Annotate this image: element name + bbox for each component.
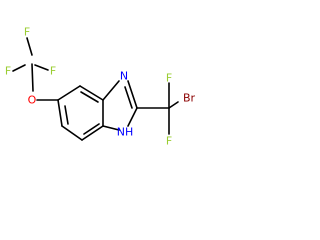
bond-c6-c7 xyxy=(61,125,83,141)
bond-c5-c4 xyxy=(57,85,81,101)
nitrogen-1-label: NH xyxy=(117,126,134,139)
bond-c4-c3a xyxy=(79,85,104,101)
chemical-structure: F F F O N NH Br F F xyxy=(5,26,196,148)
fluorine-3-label: F xyxy=(50,65,56,78)
fluorine-5-label: F xyxy=(166,135,172,148)
bond-c7a-n1 xyxy=(102,125,120,131)
bond-f1-ccf3 xyxy=(26,37,33,56)
bond-ccf2br-br xyxy=(168,101,179,109)
bond-f3-ccf3 xyxy=(34,64,49,71)
bond-c5-c6 xyxy=(57,99,63,127)
oxygen-label: O xyxy=(28,94,37,107)
bond-n3-c2-double xyxy=(124,86,133,109)
nitrogen-3-label: N xyxy=(120,70,128,83)
fluorine-4-label: F xyxy=(166,72,172,85)
bromine-label: Br xyxy=(183,92,196,105)
bond-c6-c6double xyxy=(64,105,69,125)
bond-c7-c7a xyxy=(81,125,104,141)
bond-n3-c2 xyxy=(127,80,138,109)
bond-c7-c7a-double xyxy=(83,123,100,135)
fluorine-2-label: F xyxy=(5,65,11,78)
fluorine-1-label: F xyxy=(24,26,30,39)
bonds xyxy=(12,37,179,141)
atom-labels: F F F O N NH Br F F xyxy=(5,26,196,148)
bond-c2-n1 xyxy=(127,107,138,127)
bond-f2-ccf3 xyxy=(12,64,26,72)
bond-ccf3-o xyxy=(31,63,34,92)
bond-c3a-n3 xyxy=(102,80,120,101)
bond-c4-c3a-double xyxy=(80,91,99,103)
